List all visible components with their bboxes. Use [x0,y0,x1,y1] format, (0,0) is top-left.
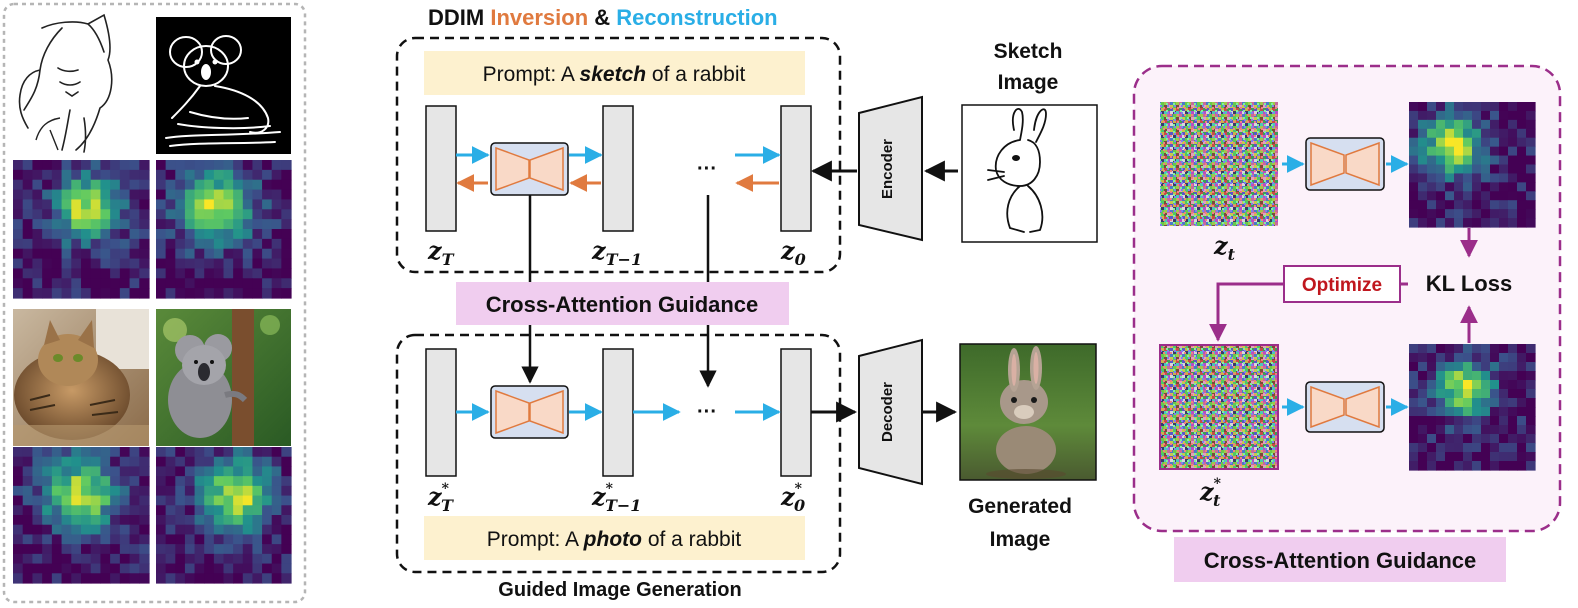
optimize-label: Optimize [1302,275,1382,296]
bottom-ellipsis: ··· [697,401,717,423]
encoder-block: Encoder [858,95,923,242]
koala-photo-image [156,309,291,446]
koala-sketch-heatmap [156,160,292,299]
unet-icon [1305,381,1385,433]
cat-sketch-image [13,13,149,154]
unet-icon [1305,137,1385,191]
unet-icon [490,142,569,196]
sketch-image-label-1: Sketch [994,40,1063,63]
label-zt-star: z*t [1199,476,1222,510]
sketch-image-label-2: Image [998,71,1059,94]
optimize-box [1283,265,1401,303]
latent-block-z0-star [780,348,812,477]
cat-photo-image [13,309,149,446]
kl-loss-label: KL Loss [1426,271,1512,296]
zt-attention-heatmap [1409,102,1536,228]
diagram-title: DDIM Inversion & Reconstruction [428,5,778,30]
label-zT-1-star: z*T−1 [591,481,641,515]
cat-sketch-heatmap [13,160,150,299]
decoder-block: Decoder [858,338,923,486]
inversion-panel [395,36,842,274]
generated-image-label-1: Generated [968,495,1072,518]
generated-image-label-2: Image [990,528,1051,551]
photo-prompt-text: Prompt: A photo of a rabbit [487,528,742,551]
top-ellipsis: ··· [697,158,717,180]
examples-panel-border [2,2,307,604]
latent-block-zT-1 [602,105,634,232]
koala-photo-heatmap [156,447,292,584]
cat-photo-heatmap [13,447,150,584]
unet-icon [490,385,569,439]
svg-text:Decoder: Decoder [879,382,896,442]
right-cross-attention-bar [1174,537,1506,582]
label-z0-star: z*0 [780,481,805,515]
cross-attention-guidance-label: Cross-Attention Guidance [486,292,759,317]
guided-image-generation-caption: Guided Image Generation [498,579,741,601]
sketch-prompt-box [424,51,805,95]
svg-text:Encoder: Encoder [879,139,896,199]
sketch-prompt-text: Prompt: A sketch of a rabbit [483,63,746,86]
label-zt: zt [1213,231,1236,264]
latent-block-zT-1-star [602,348,634,477]
generated-rabbit-image [959,343,1097,481]
right-cross-attention-label: Cross-Attention Guidance [1204,548,1477,573]
label-zT-1: zT−1 [591,236,642,269]
photo-prompt-box [424,516,805,560]
koala-sketch-image [156,17,291,154]
cross-attention-guidance-bar [456,282,789,325]
generation-panel [395,333,842,574]
latent-block-z0 [780,105,812,232]
latent-block-zT [425,105,457,232]
latent-block-zT-star [425,348,457,477]
label-z0: z0 [780,236,806,269]
label-zT: zT [427,236,455,269]
rabbit-sketch-image [961,104,1098,243]
zt-star-attention-heatmap [1409,344,1536,471]
label-zT-star: z*T [427,481,454,515]
